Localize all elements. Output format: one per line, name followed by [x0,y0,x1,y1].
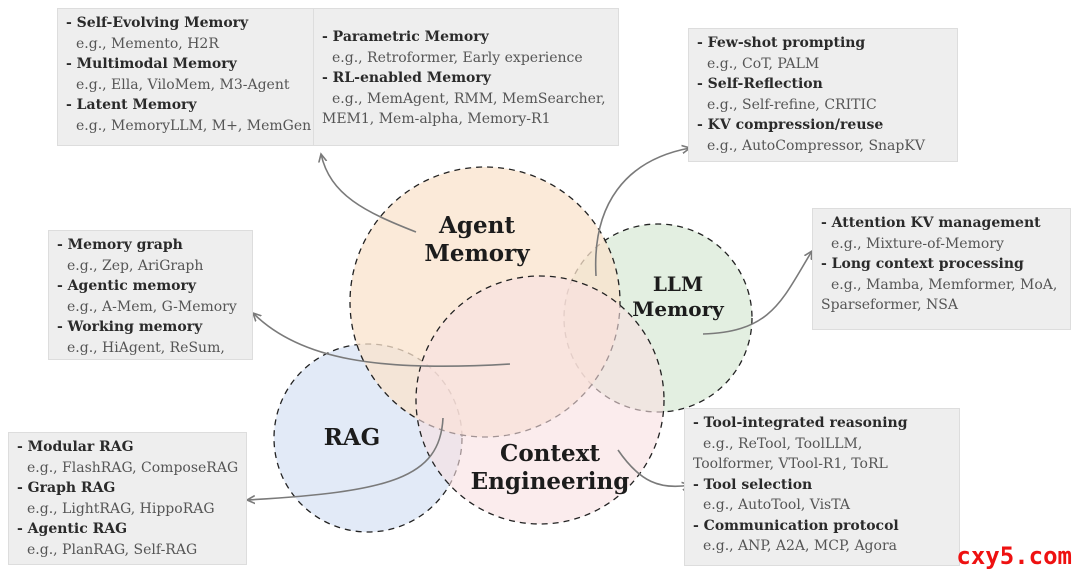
parametric-memory-examples: e.g., Retroformer, Early experience [332,49,583,66]
arrow-agent-to-top-box [321,154,417,233]
rl-enabled-memory-examples-cont: MEM1, Mem-alpha, Memory-R1 [322,111,551,127]
communication-protocol-heading: - Communication protocol [693,517,899,534]
tool-integrated-reasoning-examples-cont: Toolformer, VTool-R1, ToRL [693,456,888,472]
rag-label-line-1: RAG [323,424,381,451]
kv-compression-examples: e.g., AutoCompressor, SnapKV [707,137,925,154]
llm-memory-examples-box-top: - Few-shot prompting e.g., CoT, PALM - S… [688,28,958,162]
agent-memory-examples-box-right: - Parametric Memory e.g., Retroformer, E… [313,8,619,146]
llm-memory-label-line-2: Memory [632,297,724,321]
latent-memory-heading: - Latent Memory [66,97,197,113]
context-engineering-label-line-2: Engineering [470,468,630,495]
multimodal-memory-examples: e.g., Ella, ViloMem, M3-Agent [76,76,290,93]
long-context-heading: - Long context processing [821,256,1024,272]
arrow-center-to-left-box [253,313,511,368]
long-context-examples-cont: Sparseformer, NSA [821,297,958,313]
working-memory-heading: - Working memory [57,319,203,335]
llm-memory-label-line-1: LLM [652,272,704,296]
agent-memory-examples-box-left: - Self-Evolving Memory e.g., Memento, H2… [57,8,319,146]
agent-memory-label: Agent Memory [412,212,542,268]
tool-selection-examples: e.g., AutoTool, VisTA [703,497,850,513]
agent-context-examples-box: - Memory graph e.g., Zep, AriGraph - Age… [48,230,253,360]
graph-rag-examples: e.g., LightRAG, HippoRAG [27,500,215,517]
modular-rag-examples: e.g., FlashRAG, ComposeRAG [27,459,239,476]
self-evolving-memory-heading: - Self-Evolving Memory [66,15,249,31]
kv-compression-heading: - KV compression/reuse [697,117,884,133]
tool-selection-heading: - Tool selection [693,476,813,493]
self-evolving-memory-examples: e.g., Memento, H2R [76,35,219,52]
context-engineering-label: Context Engineering [462,440,638,496]
agent-memory-label-line-2: Memory [424,240,530,267]
few-shot-prompting-heading: - Few-shot prompting [697,35,866,51]
agentic-rag-heading: - Agentic RAG [17,521,128,537]
llm-memory-examples-box-right: - Attention KV management e.g., Mixture-… [812,208,1071,330]
agent-memory-label-line-1: Agent [439,212,515,239]
long-context-examples: e.g., Mamba, Memformer, MoA, [831,276,1058,293]
latent-memory-examples: e.g., MemoryLLM, M+, MemGen [76,117,312,134]
self-reflection-heading: - Self-Reflection [697,76,823,92]
llm-memory-label: LLM Memory [622,272,734,322]
arrow-llm-to-right-box [702,251,812,335]
attention-kv-examples: e.g., Mixture-of-Memory [831,235,1004,252]
few-shot-prompting-examples: e.g., CoT, PALM [707,55,820,72]
memory-graph-examples: e.g., Zep, AriGraph [67,257,204,274]
working-memory-examples: e.g., HiAgent, ReSum, [67,339,225,356]
tool-integrated-reasoning-examples: e.g., ReTool, ToolLLM, [703,435,863,452]
attention-kv-heading: - Attention KV management [821,215,1041,231]
arrow-llm-to-top-box [594,148,690,277]
watermark: cxy5.com [956,542,1072,570]
agentic-memory-heading: - Agentic memory [57,278,196,294]
graph-rag-heading: - Graph RAG [17,480,116,496]
rl-enabled-memory-examples: e.g., MemAgent, RMM, MemSearcher, [332,90,606,107]
arrow-rag-to-box [247,417,444,500]
rl-enabled-memory-heading: - RL-enabled Memory [322,70,491,86]
agentic-rag-examples: e.g., PlanRAG, Self-RAG [27,541,198,558]
memory-graph-heading: - Memory graph [57,237,183,253]
multimodal-memory-heading: - Multimodal Memory [66,56,237,72]
context-engineering-examples-box: - Tool-integrated reasoning e.g., ReTool… [684,408,960,566]
tool-integrated-reasoning-heading: - Tool-integrated reasoning [693,415,908,431]
communication-protocol-examples: e.g., ANP, A2A, MCP, Agora [703,538,897,554]
context-engineering-label-line-1: Context [500,440,600,467]
modular-rag-heading: - Modular RAG [17,439,134,455]
arrow-context-to-box [617,449,690,486]
agentic-memory-examples: e.g., A-Mem, G-Memory [67,298,237,315]
context-engineering-circle [415,275,665,525]
rag-label: RAG [310,424,394,452]
parametric-memory-heading: - Parametric Memory [322,29,489,45]
self-reflection-examples: e.g., Self-refine, CRITIC [707,96,877,113]
rag-examples-box: - Modular RAG e.g., FlashRAG, ComposeRAG… [8,432,247,565]
